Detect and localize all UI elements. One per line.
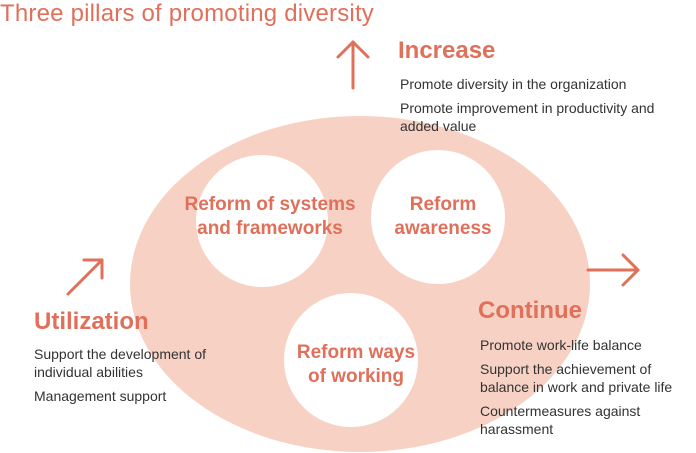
heading-increase: Increase — [398, 37, 496, 64]
arrow-right-icon — [586, 253, 640, 287]
circle-label-awareness: Reform awareness — [394, 194, 492, 239]
arrow-up-right-icon — [66, 258, 104, 296]
circle-label-systems: Reform of systems and frameworks — [184, 194, 356, 239]
arrow-up-icon — [336, 40, 370, 90]
list-item: Promote work-life balance — [480, 337, 642, 353]
heading-continue: Continue — [478, 297, 582, 324]
list-item: Support the development of individual ab… — [34, 346, 207, 380]
circle-label-ways-of-working: Reform ways of working — [296, 342, 416, 387]
list-increase: Promote diversity in the organization Pr… — [400, 75, 680, 141]
list-item: Promote improvement in productivity and … — [400, 100, 655, 134]
heading-utilization: Utilization — [34, 308, 149, 335]
list-utilization: Support the development of individual ab… — [34, 345, 224, 411]
diagram-title: Three pillars of promoting diversity — [0, 0, 375, 27]
list-item: Countermeasures against harassment — [480, 403, 641, 437]
circle-systems — [196, 155, 328, 287]
list-item: Promote diversity in the organization — [400, 76, 627, 92]
list-continue: Promote work-life balance Support the ac… — [480, 336, 695, 444]
circle-awareness — [371, 150, 505, 284]
list-item: Support the achievement of balance in wo… — [480, 361, 673, 395]
list-item: Management support — [34, 388, 167, 404]
circle-ways-of-working — [284, 293, 418, 427]
